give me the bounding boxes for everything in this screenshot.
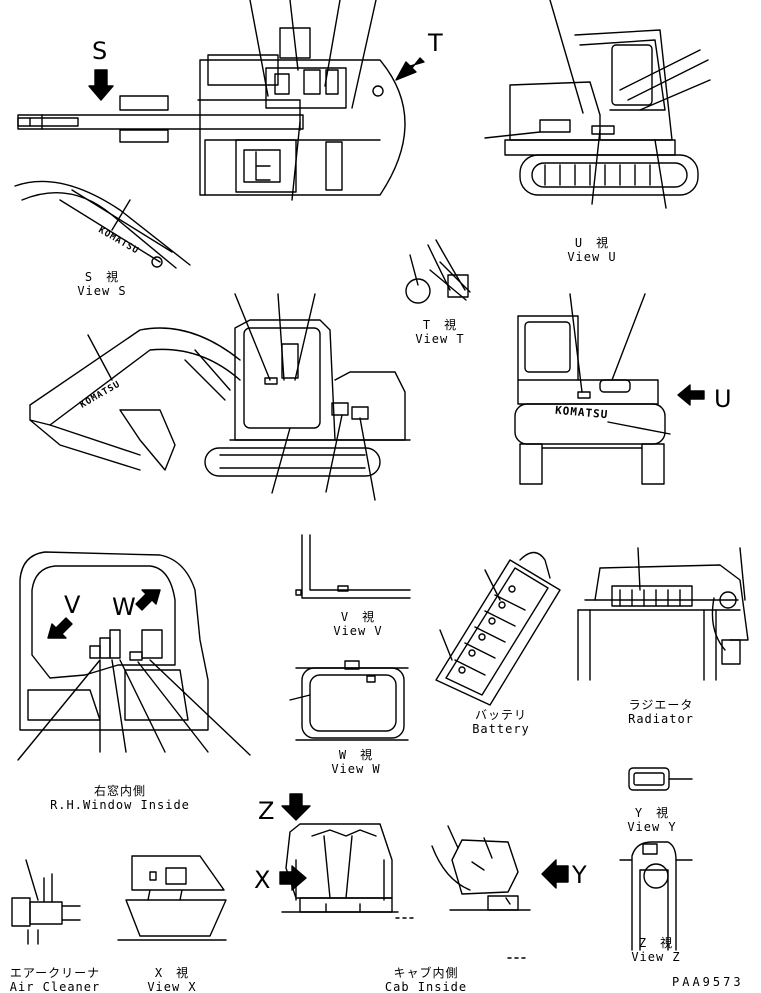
caption-radiator-en: Radiator bbox=[628, 712, 694, 726]
caption-view-v-en: View V bbox=[333, 624, 383, 638]
caption-cab-inside-jp: キャブ内側 bbox=[393, 966, 459, 980]
arrow-z bbox=[282, 794, 310, 820]
caption-view-x-jp: X 視 bbox=[154, 966, 190, 980]
battery-detail bbox=[436, 553, 560, 706]
view-u-machine bbox=[485, 0, 710, 208]
caption-view-y-jp: Y 視 bbox=[634, 806, 670, 820]
cab-inside-seat bbox=[282, 824, 530, 912]
arrow-u bbox=[678, 385, 704, 405]
caption-view-t-en: View T bbox=[415, 332, 465, 346]
view-v-detail bbox=[296, 535, 410, 598]
view-letter-z: Z bbox=[258, 797, 275, 825]
view-y-label bbox=[629, 768, 692, 790]
view-t-component bbox=[406, 240, 470, 303]
view-letter-s: S bbox=[92, 37, 108, 65]
caption-view-v-jp: V 視 bbox=[340, 610, 376, 624]
view-letter-u: U bbox=[714, 385, 732, 413]
caption-view-s-en: View S bbox=[77, 284, 127, 298]
view-letter-y: Y bbox=[572, 861, 587, 889]
radiator-detail bbox=[578, 548, 748, 680]
arrow-y bbox=[542, 860, 568, 888]
view-z-detail bbox=[620, 842, 692, 950]
caption-battery-jp: バッテリ bbox=[474, 708, 527, 722]
arrow-t bbox=[396, 58, 424, 80]
caption-air-cleaner-jp: エアークリーナ bbox=[9, 966, 101, 980]
caption-radiator-jp: ラジエータ bbox=[628, 698, 694, 712]
side-view-machine bbox=[30, 294, 410, 500]
arrow-s bbox=[89, 70, 113, 100]
caption-cab-inside-en: Cab Inside bbox=[384, 980, 468, 993]
caption-rh-window-jp: 右窓内側 bbox=[93, 784, 146, 798]
view-u-rear bbox=[515, 294, 670, 484]
view-letter-w: W bbox=[112, 593, 136, 621]
caption-view-w-jp: W 視 bbox=[338, 748, 374, 762]
caption-view-t-jp: T 視 bbox=[422, 318, 458, 332]
arrow-w bbox=[136, 590, 160, 610]
caption-view-w-en: View W bbox=[331, 762, 381, 776]
view-x-detail bbox=[118, 856, 226, 940]
caption-view-z-jp: Z 視 bbox=[638, 936, 674, 950]
view-w-detail bbox=[290, 661, 408, 740]
view-letter-t: T bbox=[428, 29, 443, 57]
arrow-v bbox=[48, 618, 72, 638]
arrow-x bbox=[280, 866, 306, 890]
air-cleaner-detail bbox=[12, 860, 80, 944]
caption-view-s-jp: S 視 bbox=[84, 270, 120, 284]
rh-window-inside bbox=[18, 552, 250, 760]
caption-rh-window-en: R.H.Window Inside bbox=[50, 798, 190, 812]
caption-battery-en: Battery bbox=[472, 722, 530, 736]
caption-view-x-en: View X bbox=[147, 980, 197, 993]
caption-view-y-en: View Y bbox=[627, 820, 677, 834]
drawing-code: PAA9573 bbox=[672, 975, 744, 989]
view-letter-x: X bbox=[254, 866, 271, 894]
caption-air-cleaner-en: Air Cleaner bbox=[9, 980, 101, 993]
view-s-boom bbox=[15, 181, 190, 268]
plan-view-machine bbox=[18, 0, 405, 200]
view-letter-v: V bbox=[64, 591, 81, 619]
caption-view-u-en: View U bbox=[567, 250, 617, 264]
caption-view-z-en: View Z bbox=[631, 950, 681, 964]
caption-view-u-jp: U 視 bbox=[574, 236, 610, 250]
